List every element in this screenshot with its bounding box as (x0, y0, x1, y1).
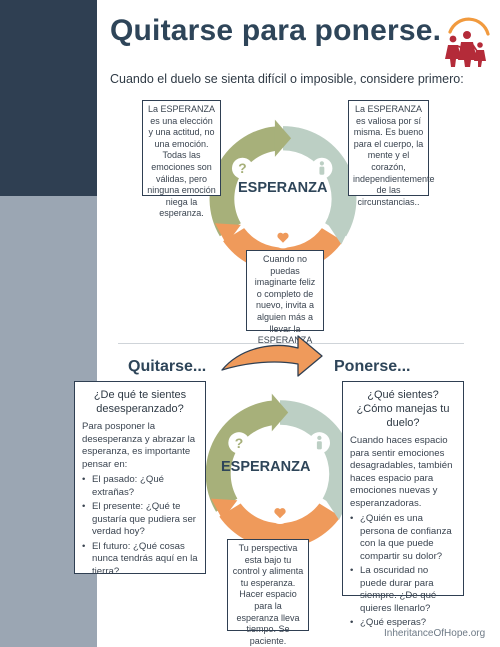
quitarse-list: El pasado: ¿Qué extrañas? El presente: ¿… (82, 474, 198, 578)
svg-text:?: ? (238, 161, 246, 176)
list-item: La oscuridad no puede durar para siempre… (350, 565, 456, 615)
ponerse-panel: ¿Qué sientes? ¿Cómo manejas tu duelo? Cu… (342, 381, 464, 629)
curved-arrow-icon (221, 335, 323, 377)
ponerse-intro: Cuando haces espacio para sentir emocion… (350, 435, 453, 509)
question-icon: ? (231, 157, 254, 179)
svg-text:?: ? (235, 435, 244, 451)
inheritance-of-hope-logo (445, 17, 490, 67)
list-item: El pasado: ¿Qué extrañas? (82, 474, 198, 499)
quitarse-heading: Quitarse... (128, 358, 207, 375)
section-divider (118, 343, 464, 344)
ponerse-heading: Ponerse... (334, 358, 411, 375)
intro-line: Cuando el duelo se sienta difícil o impo… (110, 72, 464, 86)
hope-value-box: La ESPERANZA es valiosa por sí misma. Es… (348, 100, 435, 207)
page-title: Quitarse para ponerse. (110, 14, 442, 47)
person-icon (311, 157, 333, 179)
sidebar-dark-band (0, 0, 97, 196)
quitarse-intro: Para posponer la desesperanza y abrazar … (82, 421, 196, 470)
ponerse-list: ¿Quién es una persona de confianza con l… (350, 513, 456, 630)
quitarse-panel: ¿De qué te sientes desesperanzado? Para … (74, 381, 206, 577)
cycle-label-bottom: ESPERANZA (221, 459, 311, 475)
list-item: ¿Qué esperas? (350, 617, 456, 630)
carry-hope-box: Cuando no puedas imaginarte feliz o comp… (246, 250, 324, 357)
heart-icon (269, 502, 291, 525)
quitarse-question: ¿De qué te sientes desesperanzado? (93, 389, 187, 415)
list-item: ¿Quién es una persona de confianza con l… (350, 513, 456, 563)
list-item: El presente: ¿Qué te gustaría que pudier… (82, 501, 198, 539)
person-icon (308, 432, 331, 454)
question-icon: ? (228, 432, 250, 454)
esperanza-cycle-bottom: ? (205, 393, 355, 549)
footer-website-link[interactable]: InheritanceOfHope.org (384, 628, 486, 639)
perspective-box: Tu perspectiva esta bajo tu control y al… (227, 539, 309, 646)
ponerse-question: ¿Qué sientes? ¿Cómo manejas tu duelo? (356, 389, 450, 429)
cycle-label-top: ESPERANZA (238, 180, 328, 196)
hope-choice-box: La ESPERANZA es una elección y una actit… (142, 100, 221, 218)
list-item: El futuro: ¿Qué cosas nunca tendrás aquí… (82, 541, 198, 579)
heart-icon (272, 227, 294, 249)
